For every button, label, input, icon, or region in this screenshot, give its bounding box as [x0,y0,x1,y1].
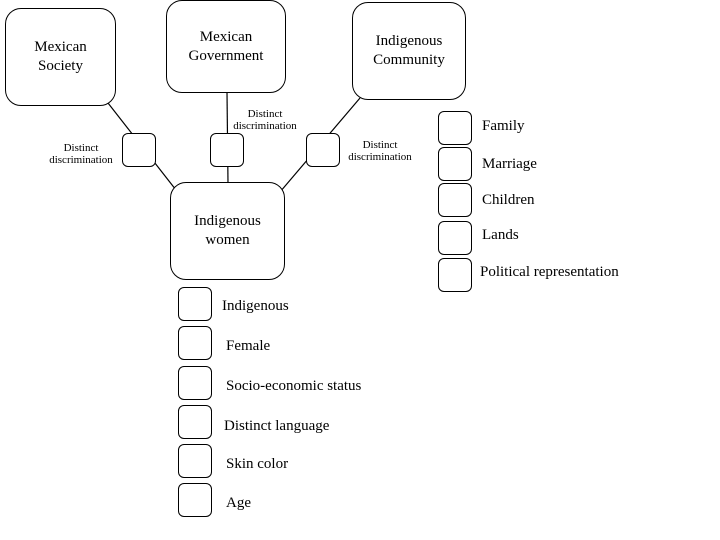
edge-marker-community [306,133,340,167]
checkbox-identity-factor [178,405,212,439]
label-community-factor: Political representation [480,264,619,280]
checkbox-community-factor [438,183,472,217]
checkbox-identity-factor [178,326,212,360]
label-identity-factor: Distinct language [224,418,330,434]
checkbox-identity-factor [178,483,212,517]
label-identity-factor: Female [226,338,271,354]
node-indigenous-women: Indigenous women [170,182,285,280]
checkbox-community-factor [438,258,472,292]
edge-label-government: Distinct discrimination [233,108,297,132]
edge-marker-government [210,133,244,167]
label-community-factor: Lands [482,227,519,243]
checkbox-community-factor [438,147,472,181]
checkbox-identity-factor [178,366,212,400]
label-identity-factor: Socio-economic status [226,378,362,394]
label-community-factor: Marriage [482,156,537,172]
node-mexican-society: Mexican Society [5,8,116,106]
node-mexican-government: Mexican Government [166,0,286,93]
checkbox-community-factor [438,221,472,255]
node-indigenous-community: Indigenous Community [352,2,466,100]
edge-label-society: Distinct discrimination [49,142,113,166]
label-identity-factor: Indigenous [222,298,289,314]
label-identity-factor: Age [226,495,251,511]
edge-marker-society [122,133,156,167]
checkbox-identity-factor [178,287,212,321]
checkbox-community-factor [438,111,472,145]
label-community-factor: Children [482,192,535,208]
label-identity-factor: Skin color [226,456,289,472]
edge-label-community: Distinct discrimination [348,139,412,163]
label-community-factor: Family [482,118,525,134]
checkbox-identity-factor [178,444,212,478]
